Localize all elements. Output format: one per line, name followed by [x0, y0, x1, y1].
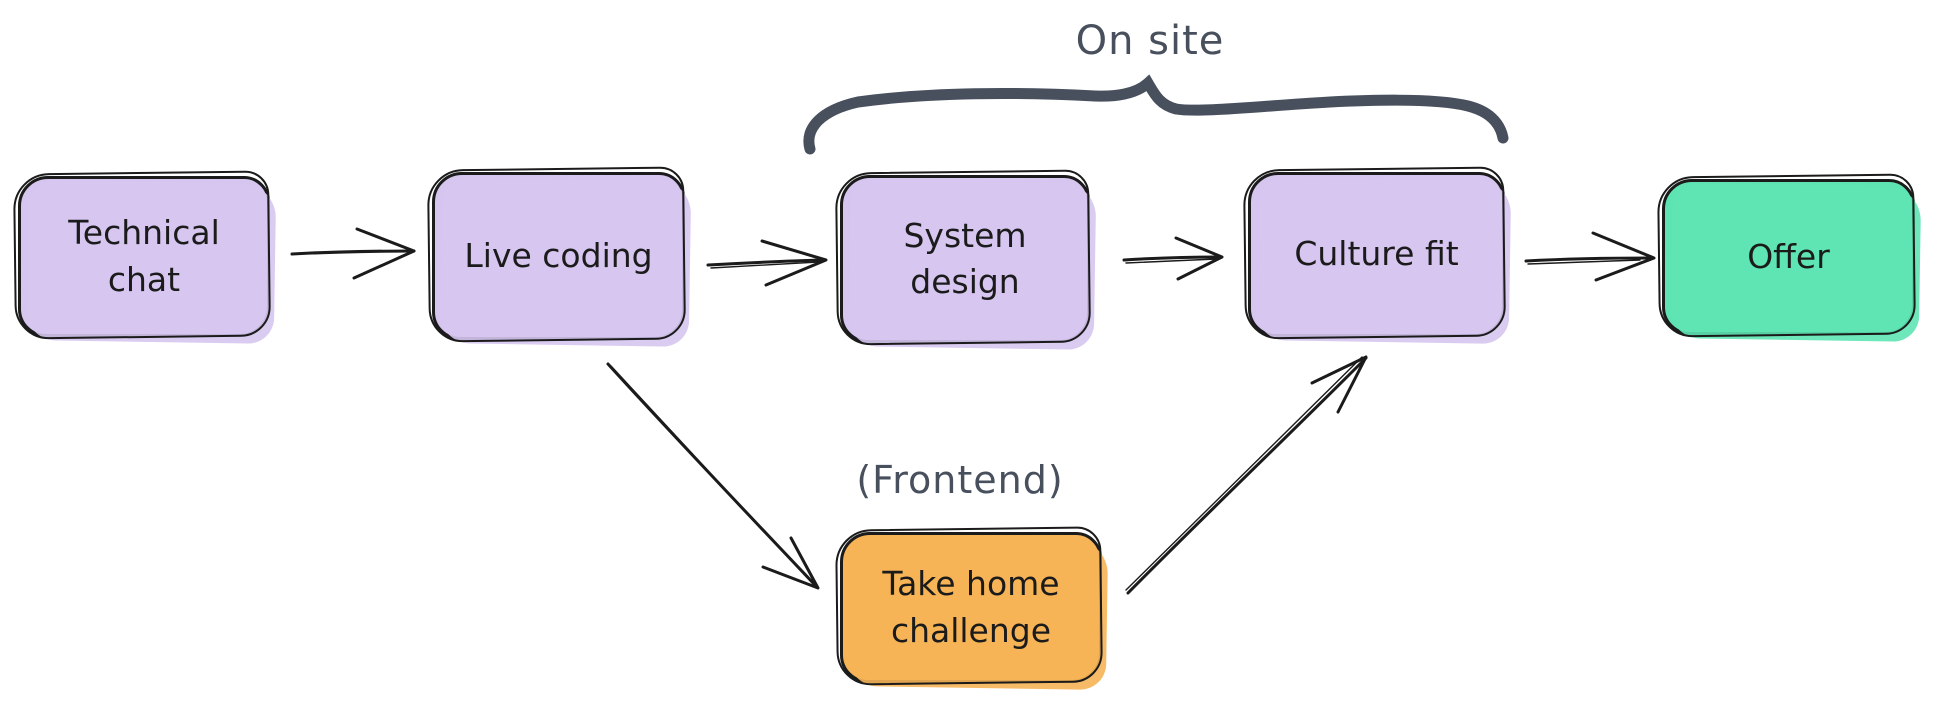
- node-technical-chat: Technical chat: [18, 176, 270, 337]
- on-site-brace: [803, 74, 1509, 155]
- node-system-design: System design: [840, 175, 1090, 343]
- arrow-technical-chat-to-live-coding: [290, 227, 416, 280]
- arrow-system-design-to-culture-fit: [1122, 236, 1224, 281]
- arrow-live-coding-to-system-design: [706, 239, 828, 287]
- node-technical-chat-label: Technical chat: [68, 213, 220, 299]
- node-system-design-label: System design: [903, 215, 1027, 301]
- arrow-take-home-to-culture-fit: [1125, 355, 1368, 595]
- arrow-culture-fit-to-offer: [1524, 231, 1656, 282]
- node-live-coding: Live coding: [432, 172, 685, 340]
- node-take-home-challenge: Take home challenge: [840, 532, 1102, 683]
- node-offer-label: Offer: [1747, 236, 1830, 276]
- node-live-coding-label: Live coding: [464, 235, 653, 275]
- node-culture-fit-label: Culture fit: [1294, 234, 1459, 274]
- node-culture-fit: Culture fit: [1248, 172, 1505, 337]
- node-offer: Offer: [1662, 179, 1915, 335]
- arrow-live-coding-to-take-home: [606, 362, 820, 590]
- on-site-label: On site: [1075, 18, 1225, 64]
- node-take-home-challenge-label: Take home challenge: [882, 564, 1060, 650]
- frontend-label: (Frontend): [856, 458, 1064, 502]
